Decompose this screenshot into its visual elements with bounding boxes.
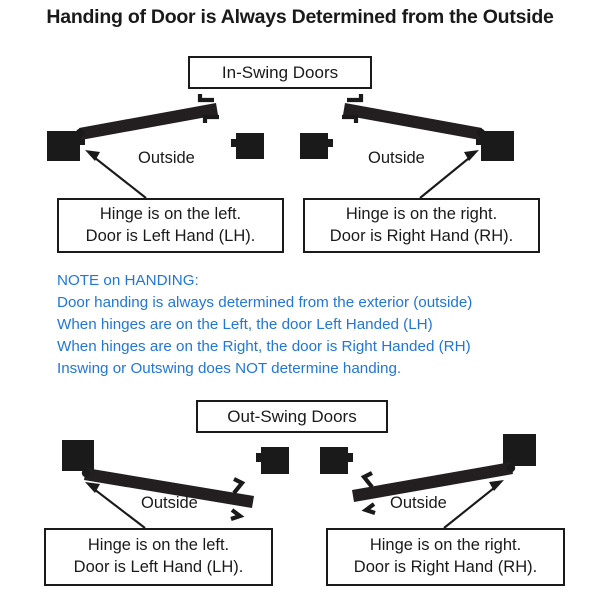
jamb-stop-tab [476,137,481,145]
outside-label-outswing-right: Outside [390,494,447,512]
callout-line-2: Door is Left Hand (LH). [85,226,256,245]
section-heading-outswing: Out-Swing Doors [196,400,388,433]
leader-arrow [85,482,146,529]
leader-arrow [443,480,504,529]
note-line-4: Inswing or Outswing does NOT determine h… [57,360,402,378]
note-heading: NOTE on HANDING: [57,272,199,289]
note-line-1: Door handing is always determined from t… [57,294,473,312]
section-heading-inswing: In-Swing Doors [188,56,372,89]
callout-line-1: Hinge is on the left. [87,536,230,555]
center-jamb-left-block [261,447,289,474]
callout-line-2: Door is Right Hand (RH). [329,226,514,245]
hinge-jamb-block [481,131,514,161]
lever-handle-icon [342,94,364,123]
center-jamb-right-block [300,133,328,159]
lever-handle-icon [230,477,246,521]
page-title: Handing of Door is Always Determined fro… [46,6,554,28]
jamb-stop-tab [80,137,85,145]
inswing-right-door-symbol [342,94,514,199]
hinge-jamb-block [503,434,536,466]
hinge-jamb-block [62,440,94,471]
center-jamb-right-tab [328,139,333,147]
outswing-left-door-symbol [62,440,254,529]
hinge-pivot [506,463,516,473]
inswing-center-jambs [231,133,333,159]
outside-label-inswing-right: Outside [368,149,425,167]
hinge-jamb-block [47,131,80,161]
lever-handle-icon [197,94,219,123]
callout-line-1: Hinge is on the right. [369,536,522,555]
callout-inswing-left: Hinge is on the left. Door is Left Hand … [57,198,284,253]
outside-label-outswing-left: Outside [141,494,198,512]
callout-outswing-right: Hinge is on the right. Door is Right Han… [326,528,565,586]
hinge-pivot [81,468,91,478]
callout-outswing-left: Hinge is on the left. Door is Left Hand … [44,528,273,586]
callout-line-2: Door is Right Hand (RH). [353,558,538,576]
note-line-3: When hinges are on the Right, the door i… [57,338,471,356]
center-jamb-left-block [236,133,264,159]
door-panel [343,103,482,140]
section-heading-inswing-label: In-Swing Doors [221,62,339,82]
center-jamb-right-tab [348,453,353,462]
hinge-pivot [75,128,85,138]
door-panel [79,103,218,140]
lever-handle-icon [360,471,376,515]
outswing-right-door-symbol [352,434,536,529]
hinge-pivot [476,128,486,138]
handing-note-block: NOTE on HANDING: Door handing is always … [57,270,557,381]
outside-label-inswing-left: Outside [138,149,195,167]
callout-inswing-right: Hinge is on the right. Door is Right Han… [303,198,540,253]
center-jamb-left-tab [231,139,236,147]
callout-line-2: Door is Left Hand (LH). [73,558,244,576]
section-heading-outswing-label: Out-Swing Doors [227,406,357,426]
inswing-left-door-symbol [47,94,219,199]
leader-arrow [85,150,147,199]
center-jamb-right-block [320,447,348,474]
outswing-center-jambs [256,447,353,474]
callout-line-1: Hinge is on the right. [345,204,498,223]
leader-arrow [419,150,479,199]
callout-line-1: Hinge is on the left. [99,204,242,223]
note-line-2: When hinges are on the Left, the door Le… [57,316,433,334]
center-jamb-left-tab [256,453,261,462]
